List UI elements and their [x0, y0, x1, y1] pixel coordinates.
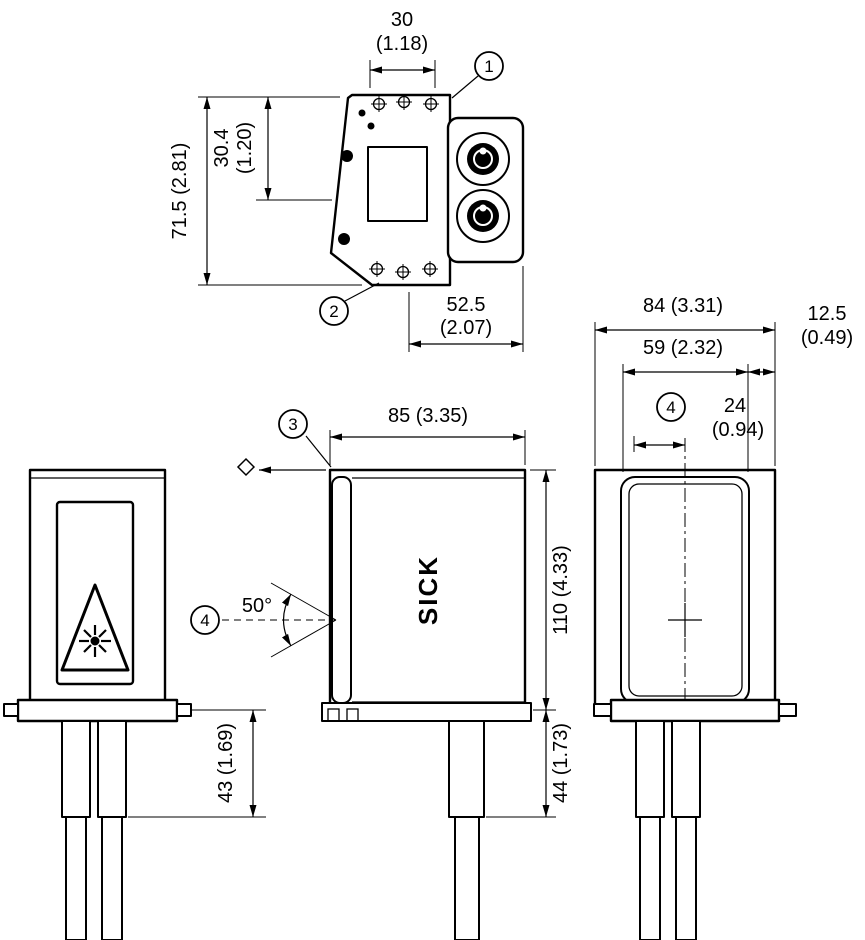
flange-ear: [593, 703, 612, 717]
cable-gland: [635, 720, 665, 818]
callout-3: 3: [278, 409, 308, 439]
callout-1-label: 1: [484, 57, 493, 76]
front-view-dimensions: 43 (1.69): [128, 709, 266, 818]
flange-ear: [778, 703, 797, 717]
mounting-hole: [369, 261, 385, 277]
dim-upper-height-in: (1.20): [234, 122, 256, 174]
detail-dot: [358, 109, 366, 117]
mounting-flange: [321, 702, 532, 722]
cable-gland: [97, 720, 127, 818]
mounting-hole: [395, 264, 411, 280]
cable-gland: [671, 720, 701, 818]
rear-view-dimensions: 84 (3.31) 59 (2.32) 12.5 (0.49) 4 24 (0.…: [594, 295, 853, 472]
detail-dot: [367, 122, 375, 130]
mounting-hole: [396, 94, 412, 110]
dim-top-width-in: (1.18): [376, 33, 428, 55]
mounting-flange: [609, 698, 781, 723]
dim-top-width-mm: 30: [391, 9, 413, 31]
top-view: [329, 93, 525, 287]
top-view-dimensions: 30 (1.18) 1 71.5 (2.81) 30.4 (1.20) 2 52…: [169, 9, 524, 352]
cable: [675, 816, 697, 940]
screw-dot: [341, 150, 353, 162]
cable: [65, 816, 87, 940]
dim-upper-height-mm: 30.4: [211, 129, 233, 168]
mounting-hole: [422, 261, 438, 277]
laser-warning-icon: [60, 583, 130, 672]
cable: [454, 816, 480, 940]
brand-logo: SICK: [413, 555, 443, 625]
callout-1: 1: [474, 51, 504, 81]
front-view: [3, 468, 192, 940]
dim-bottom-width-in: (2.07): [440, 317, 492, 339]
dim-bottom-width-mm: 52.5: [447, 294, 486, 316]
display-window: [367, 146, 428, 222]
dim-total-height: 71.5 (2.81): [169, 143, 191, 240]
rear-view: [593, 438, 797, 940]
cable: [101, 816, 123, 940]
dim-cable-clearance-mid: 44 (1.73): [550, 723, 572, 803]
dim-edge-offset-in: (0.49): [801, 327, 853, 349]
callout-4-rear: 4: [656, 392, 686, 422]
dim-window-width: 59 (2.32): [643, 337, 723, 359]
side-view-dimensions: 3 85 (3.35) 110 (4.33) 44 (1.73) 50° 4: [190, 405, 572, 818]
leader-line: [305, 435, 332, 468]
dim-scan-angle: 50°: [242, 595, 272, 617]
dim-cable-clearance-left: 43 (1.69): [215, 723, 237, 803]
angle-leg: [270, 582, 337, 621]
flange-tab: [327, 708, 340, 722]
mounting-hole: [371, 96, 387, 112]
dim-axis-offset-mm: 24: [724, 395, 746, 417]
angle-leg: [270, 619, 337, 658]
mounting-hole: [423, 96, 439, 112]
side-view: SICK: [321, 468, 532, 940]
callout-2-label: 2: [329, 302, 338, 321]
dim-edge-offset-mm: 12.5: [808, 303, 847, 325]
callout-4-rear-label: 4: [666, 398, 675, 417]
callout-4-side: 4: [190, 605, 220, 635]
flange-ear: [3, 703, 19, 717]
flange-tab: [346, 708, 359, 722]
callout-3-label: 3: [288, 415, 297, 434]
callout-2: 2: [319, 296, 349, 326]
reference-diamond-icon: [236, 457, 256, 477]
flange-ear: [176, 703, 192, 717]
dim-axis-offset-in: (0.94): [712, 419, 764, 441]
screw-dot: [338, 233, 350, 245]
connector-port-icon: [456, 189, 510, 243]
callout-4-side-label: 4: [200, 611, 209, 630]
leader-line: [451, 75, 479, 99]
dim-side-width: 85 (3.35): [388, 405, 468, 427]
leader-line: [344, 282, 380, 302]
mounting-flange: [16, 698, 179, 723]
dim-rear-width: 84 (3.31): [643, 295, 723, 317]
cable: [639, 816, 661, 940]
front-window-strip: [331, 476, 352, 704]
dim-side-height: 110 (4.33): [550, 545, 572, 635]
cable-gland: [61, 720, 91, 818]
cable-gland: [448, 720, 485, 818]
connector-port-icon: [456, 132, 510, 186]
side-view-body: [328, 468, 527, 712]
